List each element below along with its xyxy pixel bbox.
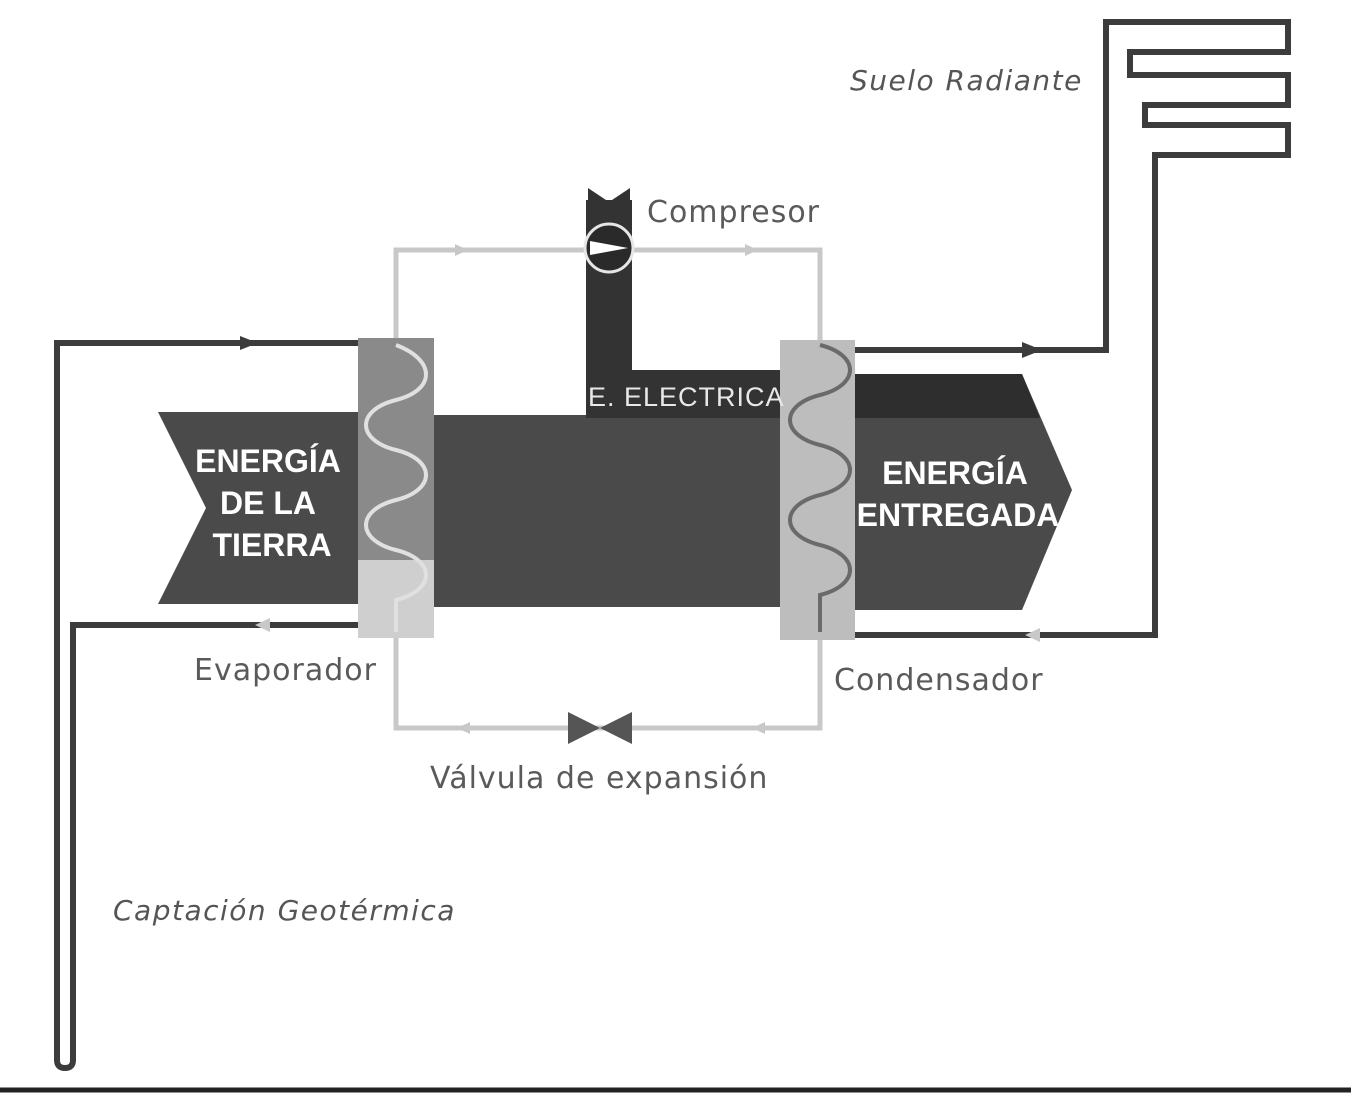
expansion-valve bbox=[568, 712, 632, 744]
compressor bbox=[583, 188, 635, 274]
loop-arrow-3 bbox=[457, 722, 470, 734]
evaporator-coil bbox=[364, 343, 428, 632]
evaporador-label: Evaporador bbox=[194, 653, 377, 688]
delivered-energy-arrow-top bbox=[855, 374, 1040, 418]
condensador-label: Condensador bbox=[834, 663, 1044, 698]
delivered-energy-arrow bbox=[855, 374, 1072, 610]
underfloor-pipe bbox=[855, 19, 1291, 642]
electric-energy-label: E. ELECTRICA bbox=[588, 382, 785, 412]
geothermal-loop bbox=[54, 340, 360, 1072]
valvula-label: Válvula de expansión bbox=[430, 761, 768, 796]
geothermal-arrow-out bbox=[255, 618, 270, 632]
loop-arrow-2 bbox=[745, 244, 758, 256]
underfloor-arrow-out bbox=[1022, 342, 1042, 358]
delivered-energy-line1: ENERGÍA bbox=[882, 455, 1028, 491]
middle-energy-block bbox=[434, 415, 780, 607]
loop-arrow-4 bbox=[752, 722, 765, 734]
loop-arrow-1 bbox=[455, 244, 468, 256]
evaporator bbox=[358, 338, 434, 638]
delivered-energy-line2: ENTREGADA bbox=[857, 497, 1060, 533]
suelo-radiante-label: Suelo Radiante bbox=[850, 64, 1083, 97]
condenser-coil bbox=[788, 343, 852, 632]
loop-top-right bbox=[632, 247, 823, 345]
earth-energy-line3: TIERRA bbox=[212, 527, 331, 563]
earth-energy-line2: DE LA bbox=[220, 485, 316, 521]
condenser-body bbox=[780, 340, 855, 640]
loop-bottom bbox=[393, 632, 823, 731]
captacion-label: Captación Geotérmica bbox=[113, 894, 456, 927]
earth-energy-line1: ENERGÍA bbox=[195, 443, 341, 479]
compresor-label: Compresor bbox=[647, 195, 820, 230]
electric-energy-bar bbox=[586, 370, 780, 418]
geothermal-arrow-in bbox=[240, 336, 258, 350]
valve-right bbox=[600, 712, 632, 744]
earth-energy-arrow bbox=[158, 412, 360, 604]
underfloor-arrow-return bbox=[1025, 628, 1040, 642]
condenser bbox=[780, 340, 855, 640]
compressor-symbol bbox=[590, 241, 628, 255]
energy-band bbox=[158, 200, 1072, 610]
valve-left bbox=[568, 712, 600, 744]
underfloor-loop bbox=[855, 19, 1291, 638]
geothermal-pipe bbox=[54, 336, 360, 1072]
compressor-cap bbox=[588, 188, 630, 230]
loop-top-left bbox=[393, 247, 588, 345]
